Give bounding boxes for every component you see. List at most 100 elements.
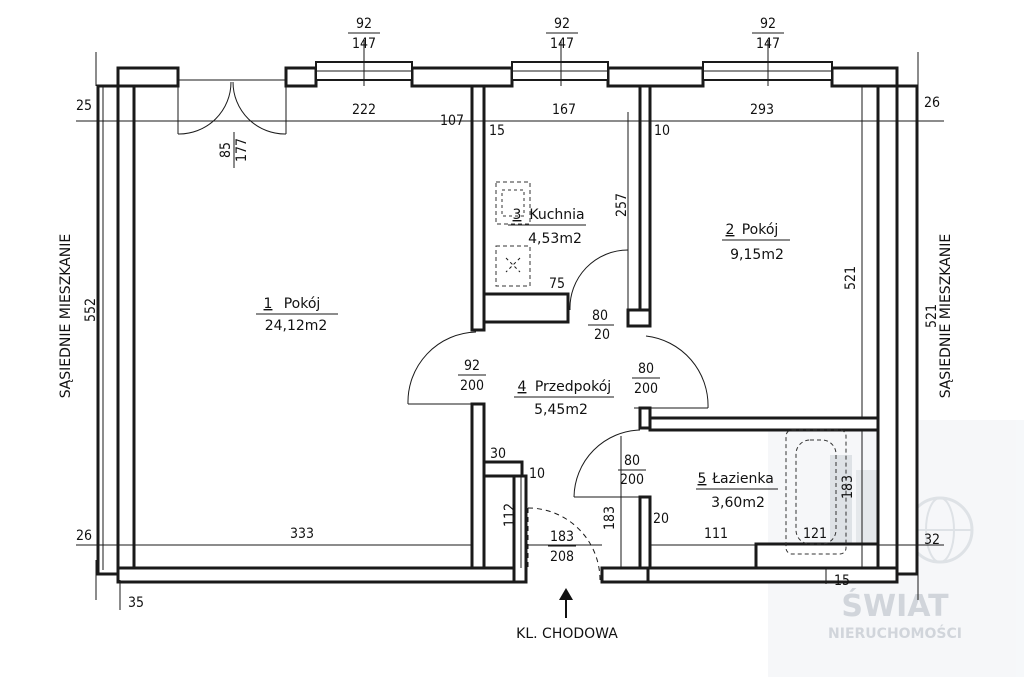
room-2-label: 2 Pokój 9,15m2 bbox=[722, 222, 790, 263]
room-3-area: 4,53m2 bbox=[528, 231, 582, 247]
room-2-area: 9,15m2 bbox=[730, 247, 784, 263]
dim-bath-183: 183 bbox=[840, 475, 856, 499]
staircase-label: KL. CHODOWA bbox=[516, 626, 618, 642]
room-1-label: 1 Pokój 24,12m2 bbox=[256, 296, 338, 334]
wall-neighbour-left bbox=[96, 84, 120, 576]
room-4-area: 5,45m2 bbox=[534, 402, 588, 418]
dim-room2-depth: 521 bbox=[843, 266, 859, 290]
dim-bath-121: 121 bbox=[803, 526, 827, 542]
dim-hall-183: 183 bbox=[602, 506, 618, 530]
room-2-number: 2 bbox=[726, 222, 735, 238]
windows: 92 147 92 147 92 147 bbox=[95, 16, 919, 86]
bathtub-icon bbox=[785, 429, 847, 555]
room-1-number: 1 bbox=[264, 296, 273, 312]
dim-niche-112: 112 bbox=[502, 503, 518, 527]
window-3-height: 147 bbox=[756, 36, 780, 52]
dim-kitchen-door-width: 80 bbox=[592, 308, 608, 324]
wall-top-3 bbox=[410, 66, 514, 88]
dim-bath-door-width: 80 bbox=[624, 453, 640, 469]
dim-entry-offset: 107 bbox=[440, 113, 464, 129]
room-3-number: 3 bbox=[513, 207, 522, 223]
wall-room2-bath bbox=[648, 416, 880, 432]
sink-icon bbox=[495, 245, 531, 287]
wall-kitchen-partition bbox=[482, 292, 570, 324]
room-1-name: Pokój bbox=[284, 296, 321, 312]
fixtures bbox=[495, 181, 847, 555]
window-2-height: 147 bbox=[550, 36, 574, 52]
dim-balcony-door-width: 85 bbox=[218, 142, 234, 158]
room-4-label: 4 Przedpokój 5,45m2 bbox=[514, 379, 614, 418]
room-labels: 1 Pokój 24,12m2 2 Pokój 9,15m2 3 Kuchnia… bbox=[256, 207, 790, 511]
room1-door bbox=[407, 331, 478, 405]
dim-kitchen-left-wall: 15 bbox=[489, 123, 505, 139]
wall-kitchen-room2 bbox=[638, 84, 652, 328]
dim-kitchen-right-wall: 10 bbox=[654, 123, 670, 139]
entrance-arrow-icon bbox=[559, 588, 573, 618]
wall-kitchen-stub bbox=[626, 308, 652, 328]
balcony-door bbox=[177, 79, 287, 135]
kitchen-door bbox=[569, 249, 629, 312]
wall-bottom-mid bbox=[600, 566, 650, 584]
room-3-label: 3 Kuchnia 4,53m2 bbox=[508, 207, 586, 247]
wall-left bbox=[116, 84, 136, 572]
dim-room1-door-width: 92 bbox=[464, 358, 480, 374]
dim-wall-bottom-right: 15 bbox=[834, 573, 850, 589]
dim-wall-right-top: 26 bbox=[924, 95, 940, 111]
dim-room2-width: 293 bbox=[750, 102, 774, 118]
window-3 bbox=[702, 40, 833, 86]
room-1-area: 24,12m2 bbox=[265, 318, 328, 334]
window-2 bbox=[511, 40, 609, 86]
room-5-name: Łazienka bbox=[711, 471, 774, 487]
dim-kitchen-door-height: 20 bbox=[594, 327, 610, 343]
dim-kitchen-depth: 257 bbox=[614, 193, 630, 217]
dim-wall-left-bottom: 26 bbox=[76, 528, 92, 544]
dim-bath-wall-20: 20 bbox=[653, 511, 669, 527]
dim-entrance-height: 208 bbox=[550, 549, 574, 565]
dim-right-neighbour-depth: 521 bbox=[924, 304, 940, 328]
wall-top-5 bbox=[830, 66, 899, 88]
wall-bottom-left bbox=[116, 566, 528, 584]
window-1-width: 92 bbox=[356, 16, 372, 32]
wall-room1-kitchen bbox=[470, 84, 486, 332]
watermark-line2: NIERUCHOMOŚCI bbox=[828, 624, 962, 642]
dim-wall-bottom-left: 35 bbox=[128, 595, 144, 611]
dim-kitchen-partition: 75 bbox=[549, 276, 565, 292]
room-5-label: 5 Łazienka 3,60m2 bbox=[696, 471, 778, 511]
dimension-labels: 2 5 222 107 15 167 10 293 26 85 177 257 7… bbox=[76, 95, 940, 611]
dimension-lines bbox=[76, 86, 944, 618]
dim-niche-10: 10 bbox=[529, 466, 545, 482]
dim-room1-width-bottom: 333 bbox=[290, 526, 314, 542]
dim-room1-depth: 552 bbox=[83, 298, 99, 322]
dim-kitchen-width: 167 bbox=[552, 102, 576, 118]
wall-niche bbox=[482, 460, 524, 478]
window-3-width: 92 bbox=[760, 16, 776, 32]
wall-niche-jamb bbox=[512, 474, 528, 584]
dim-room1-width-top: 222 bbox=[352, 102, 376, 118]
wall-bath-bottom bbox=[754, 542, 880, 570]
dim-balcony-door-height: 177 bbox=[234, 138, 250, 162]
window-2-width: 92 bbox=[554, 16, 570, 32]
wall-top-1 bbox=[116, 66, 180, 88]
wall-top-4 bbox=[606, 66, 705, 88]
doors bbox=[177, 79, 709, 581]
wall-bath-left bbox=[638, 495, 652, 570]
dim-bath-door-height: 200 bbox=[620, 472, 644, 488]
neighbour-left-label: SĄSIEDNIE MIESZKANIE bbox=[58, 234, 74, 399]
wall-right bbox=[876, 84, 899, 572]
stove-icon bbox=[495, 181, 531, 225]
room-4-number: 4 bbox=[518, 379, 527, 395]
dim-room2-door-height: 200 bbox=[634, 381, 658, 397]
watermark-line1: ŚWIAT bbox=[841, 587, 949, 624]
wall-bottom-right bbox=[646, 566, 899, 584]
window-1-height: 147 bbox=[352, 36, 376, 52]
wall-neighbour-right bbox=[895, 84, 919, 576]
room-5-number: 5 bbox=[698, 471, 707, 487]
dim-bath-111: 111 bbox=[704, 526, 728, 542]
dim-room1-door-height: 200 bbox=[460, 378, 484, 394]
dim-niche-30: 30 bbox=[490, 446, 506, 462]
dim-room2-door-width: 80 bbox=[638, 361, 654, 377]
wall-top-2 bbox=[284, 66, 318, 88]
entrance-door bbox=[527, 507, 601, 581]
neighbour-right-label: SĄSIEDNIE MIESZKANIE bbox=[938, 234, 954, 399]
